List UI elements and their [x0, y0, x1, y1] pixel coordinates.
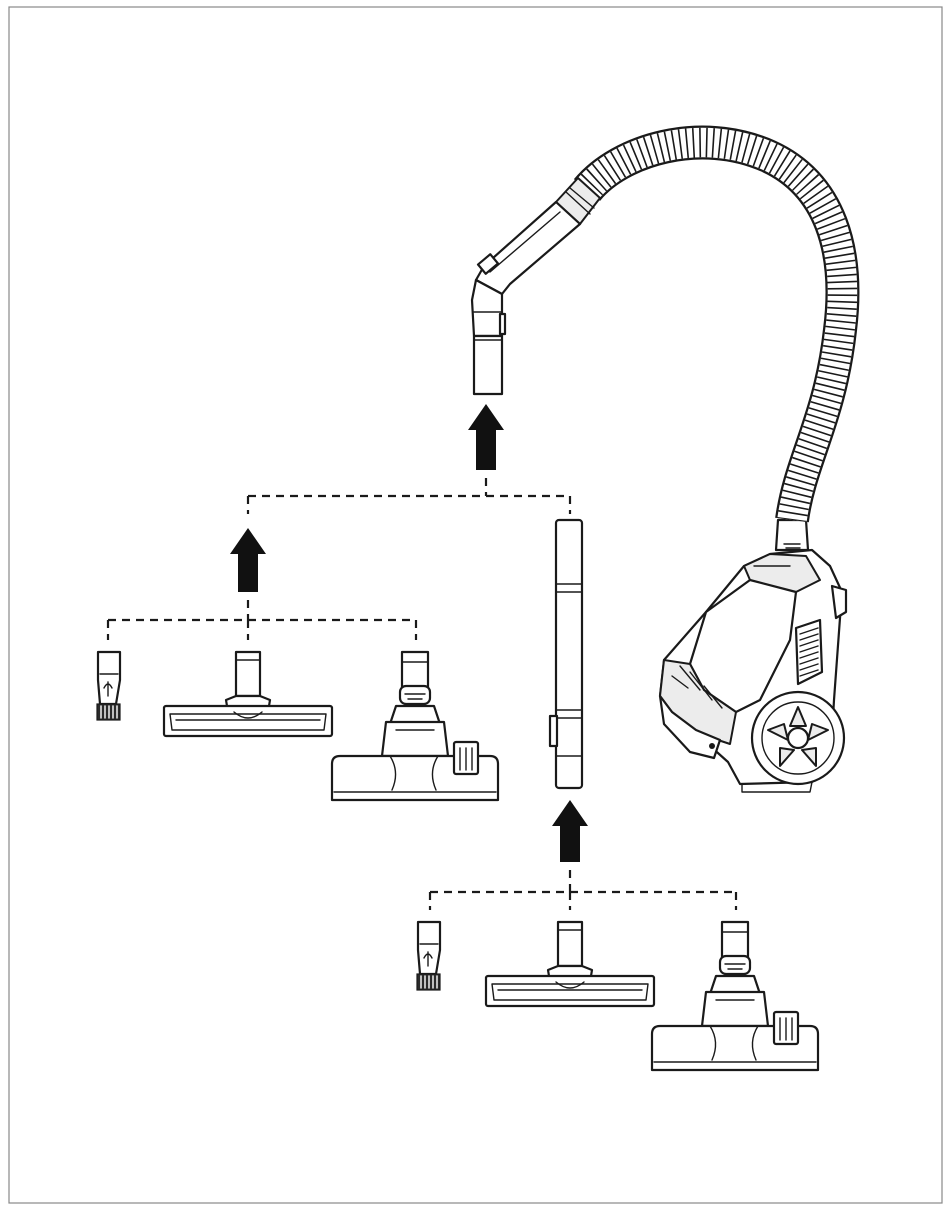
- carpet-floor-nozzle-2: [652, 922, 818, 1070]
- connector-bottom-group: [430, 870, 736, 910]
- hard-floor-nozzle: [164, 652, 332, 736]
- hard-floor-nozzle-2: [486, 922, 654, 1006]
- hose-connector: [776, 520, 808, 550]
- wheel: [752, 692, 844, 784]
- connector-top: [248, 478, 570, 514]
- connector-left-group: [108, 600, 416, 640]
- crevice-brush-tool: [97, 652, 120, 720]
- flexible-hose: [587, 143, 842, 520]
- crevice-brush-tool-2: [417, 922, 440, 990]
- arrow-up-to-tube: [552, 800, 588, 862]
- vacuum-body: [660, 520, 846, 792]
- carpet-floor-nozzle: [332, 652, 498, 800]
- arrow-up-left-group: [230, 528, 266, 592]
- hose-handle: [472, 178, 600, 394]
- extension-tube: [550, 520, 582, 788]
- arrow-up-to-handle: [468, 404, 504, 470]
